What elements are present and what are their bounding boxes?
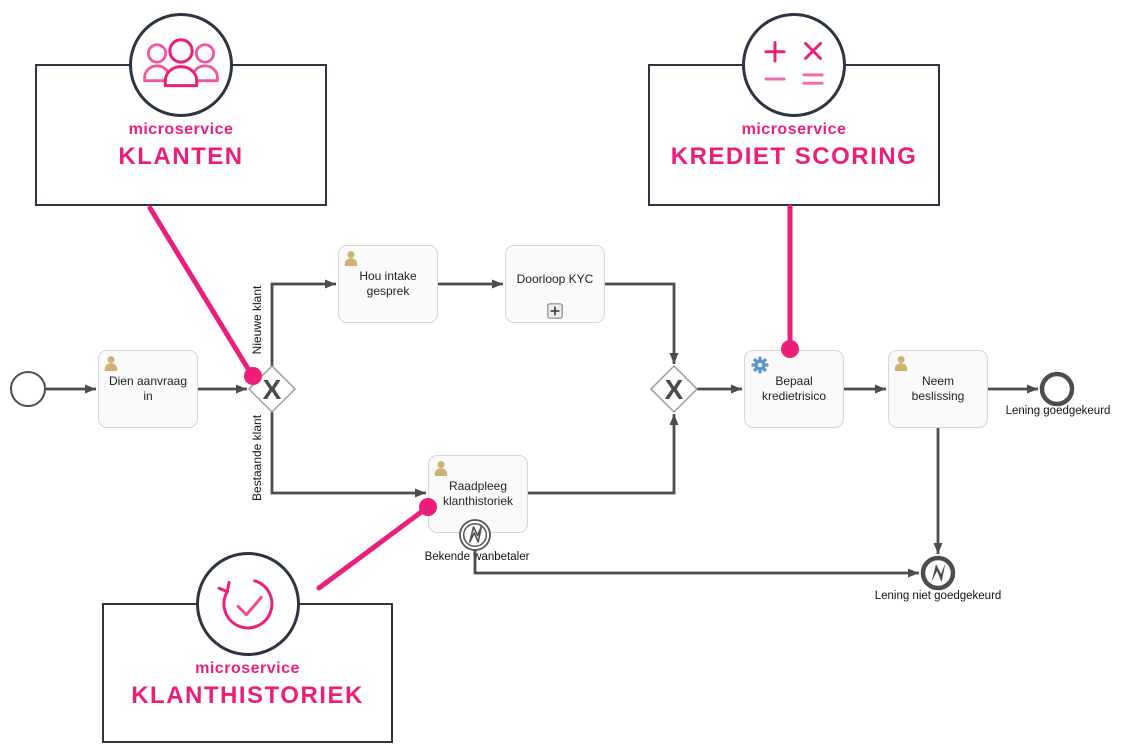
annotation-eyebrow: microservice [128, 121, 234, 138]
label-lening-niet-goedgekeurd: Lening niet goedgekeurd [874, 590, 1002, 602]
calculator-icon [764, 41, 824, 85]
annotation-klanthistoriek[interactable]: microservice KLANTHISTORIEK [102, 552, 393, 743]
user-icon [894, 356, 908, 371]
user-icon [344, 251, 358, 266]
task-label: Hou intake gesprek [359, 269, 417, 298]
flow-kyc-to-merge [605, 282, 679, 364]
people-icon [143, 38, 219, 88]
annotation-klanthistoriek-badge [195, 552, 300, 656]
task-label: Dien aanvraag in [108, 374, 188, 403]
gateway-merge[interactable]: X [649, 364, 699, 414]
annotation-krediet-badge [742, 13, 846, 117]
flow-gateway-to-intake [270, 279, 336, 366]
start-event[interactable] [10, 371, 46, 407]
end-event-rejected[interactable] [920, 555, 956, 591]
task-hou-intake-gesprek[interactable]: Hou intake gesprek [338, 245, 438, 323]
task-dien-aanvraag-in[interactable]: Dien aanvraag in [98, 350, 198, 428]
user-icon [104, 356, 118, 371]
task-neem-beslissing[interactable]: Neem beslissing [888, 350, 988, 428]
gateway-merge-symbol: X [665, 374, 684, 405]
flow-label-nieuwe-klant: Nieuwe klant [250, 285, 264, 355]
gateway-split[interactable]: X [247, 364, 297, 414]
label-lening-goedgekeurd: Lening goedgekeurd [1005, 405, 1111, 417]
annotation-dot-klanten [244, 367, 262, 385]
error-icon [931, 563, 946, 582]
task-label: Bepaal kredietrisico [761, 374, 827, 403]
history-icon [217, 579, 273, 630]
annotation-title: KLANTHISTORIEK [131, 682, 364, 709]
annotation-klanten[interactable]: microservice KLANTEN [35, 13, 327, 206]
gear-icon [751, 356, 769, 374]
task-label: Raadpleeg klanthistoriek [442, 479, 514, 508]
task-label: Neem beslissing [911, 374, 965, 403]
user-icon [434, 461, 448, 476]
annotation-eyebrow: microservice [195, 660, 300, 677]
annotation-klanten-badge [129, 13, 233, 117]
annotation-title: KREDIET SCORING [670, 143, 918, 170]
annotation-eyebrow: microservice [741, 121, 847, 138]
annotation-krediet-scoring[interactable]: microservice KREDIET SCORING [648, 13, 940, 206]
annotation-line-klanthistoriek [316, 507, 427, 591]
flow-raadpleeg-to-merge [528, 414, 679, 495]
gateway-split-symbol: X [263, 374, 282, 405]
subprocess-plus-marker[interactable] [547, 303, 563, 319]
task-label: Doorloop KYC [516, 271, 594, 286]
annotation-line-klanten [147, 205, 253, 375]
task-doorloop-kyc[interactable]: Doorloop KYC [505, 245, 605, 323]
flow-label-bestaande-klant: Bestaande klant [250, 414, 264, 502]
flow-gateway-to-raadpleeg [270, 412, 426, 498]
task-bepaal-kredietrisico[interactable]: Bepaal kredietrisico [744, 350, 844, 428]
label-bekende-wanbetaler: Bekende wanbetaler [424, 551, 530, 563]
annotation-title: KLANTEN [118, 143, 244, 170]
end-event-approved[interactable] [1039, 371, 1075, 407]
task-raadpleeg-klanthistoriek[interactable]: Raadpleeg klanthistoriek [428, 455, 528, 533]
flow-boundary-to-error-end [473, 550, 919, 578]
